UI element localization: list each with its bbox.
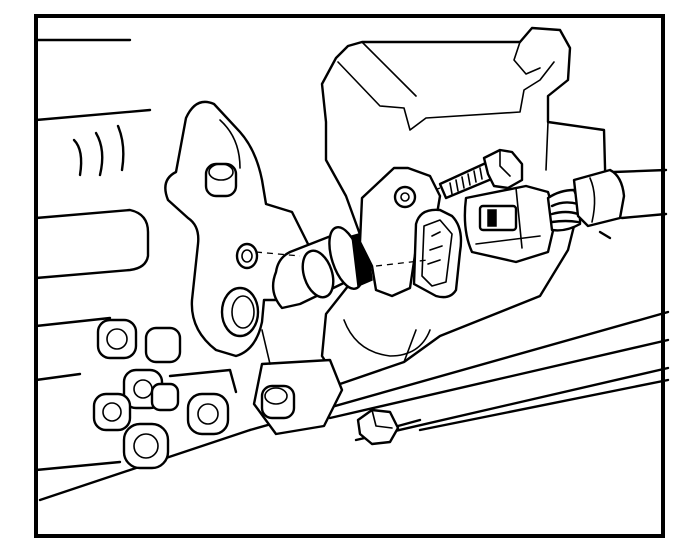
electrical-connector: [463, 184, 558, 264]
engine-block: [34, 38, 670, 502]
mounting-bracket: [164, 100, 312, 358]
figure-border: [34, 14, 665, 538]
crankshaft-position-sensor: [255, 166, 463, 310]
wiring-harness: [546, 168, 668, 240]
engine-ports: [92, 318, 238, 470]
rod-nut: [356, 408, 422, 446]
mounting-bolt: [407, 148, 524, 201]
